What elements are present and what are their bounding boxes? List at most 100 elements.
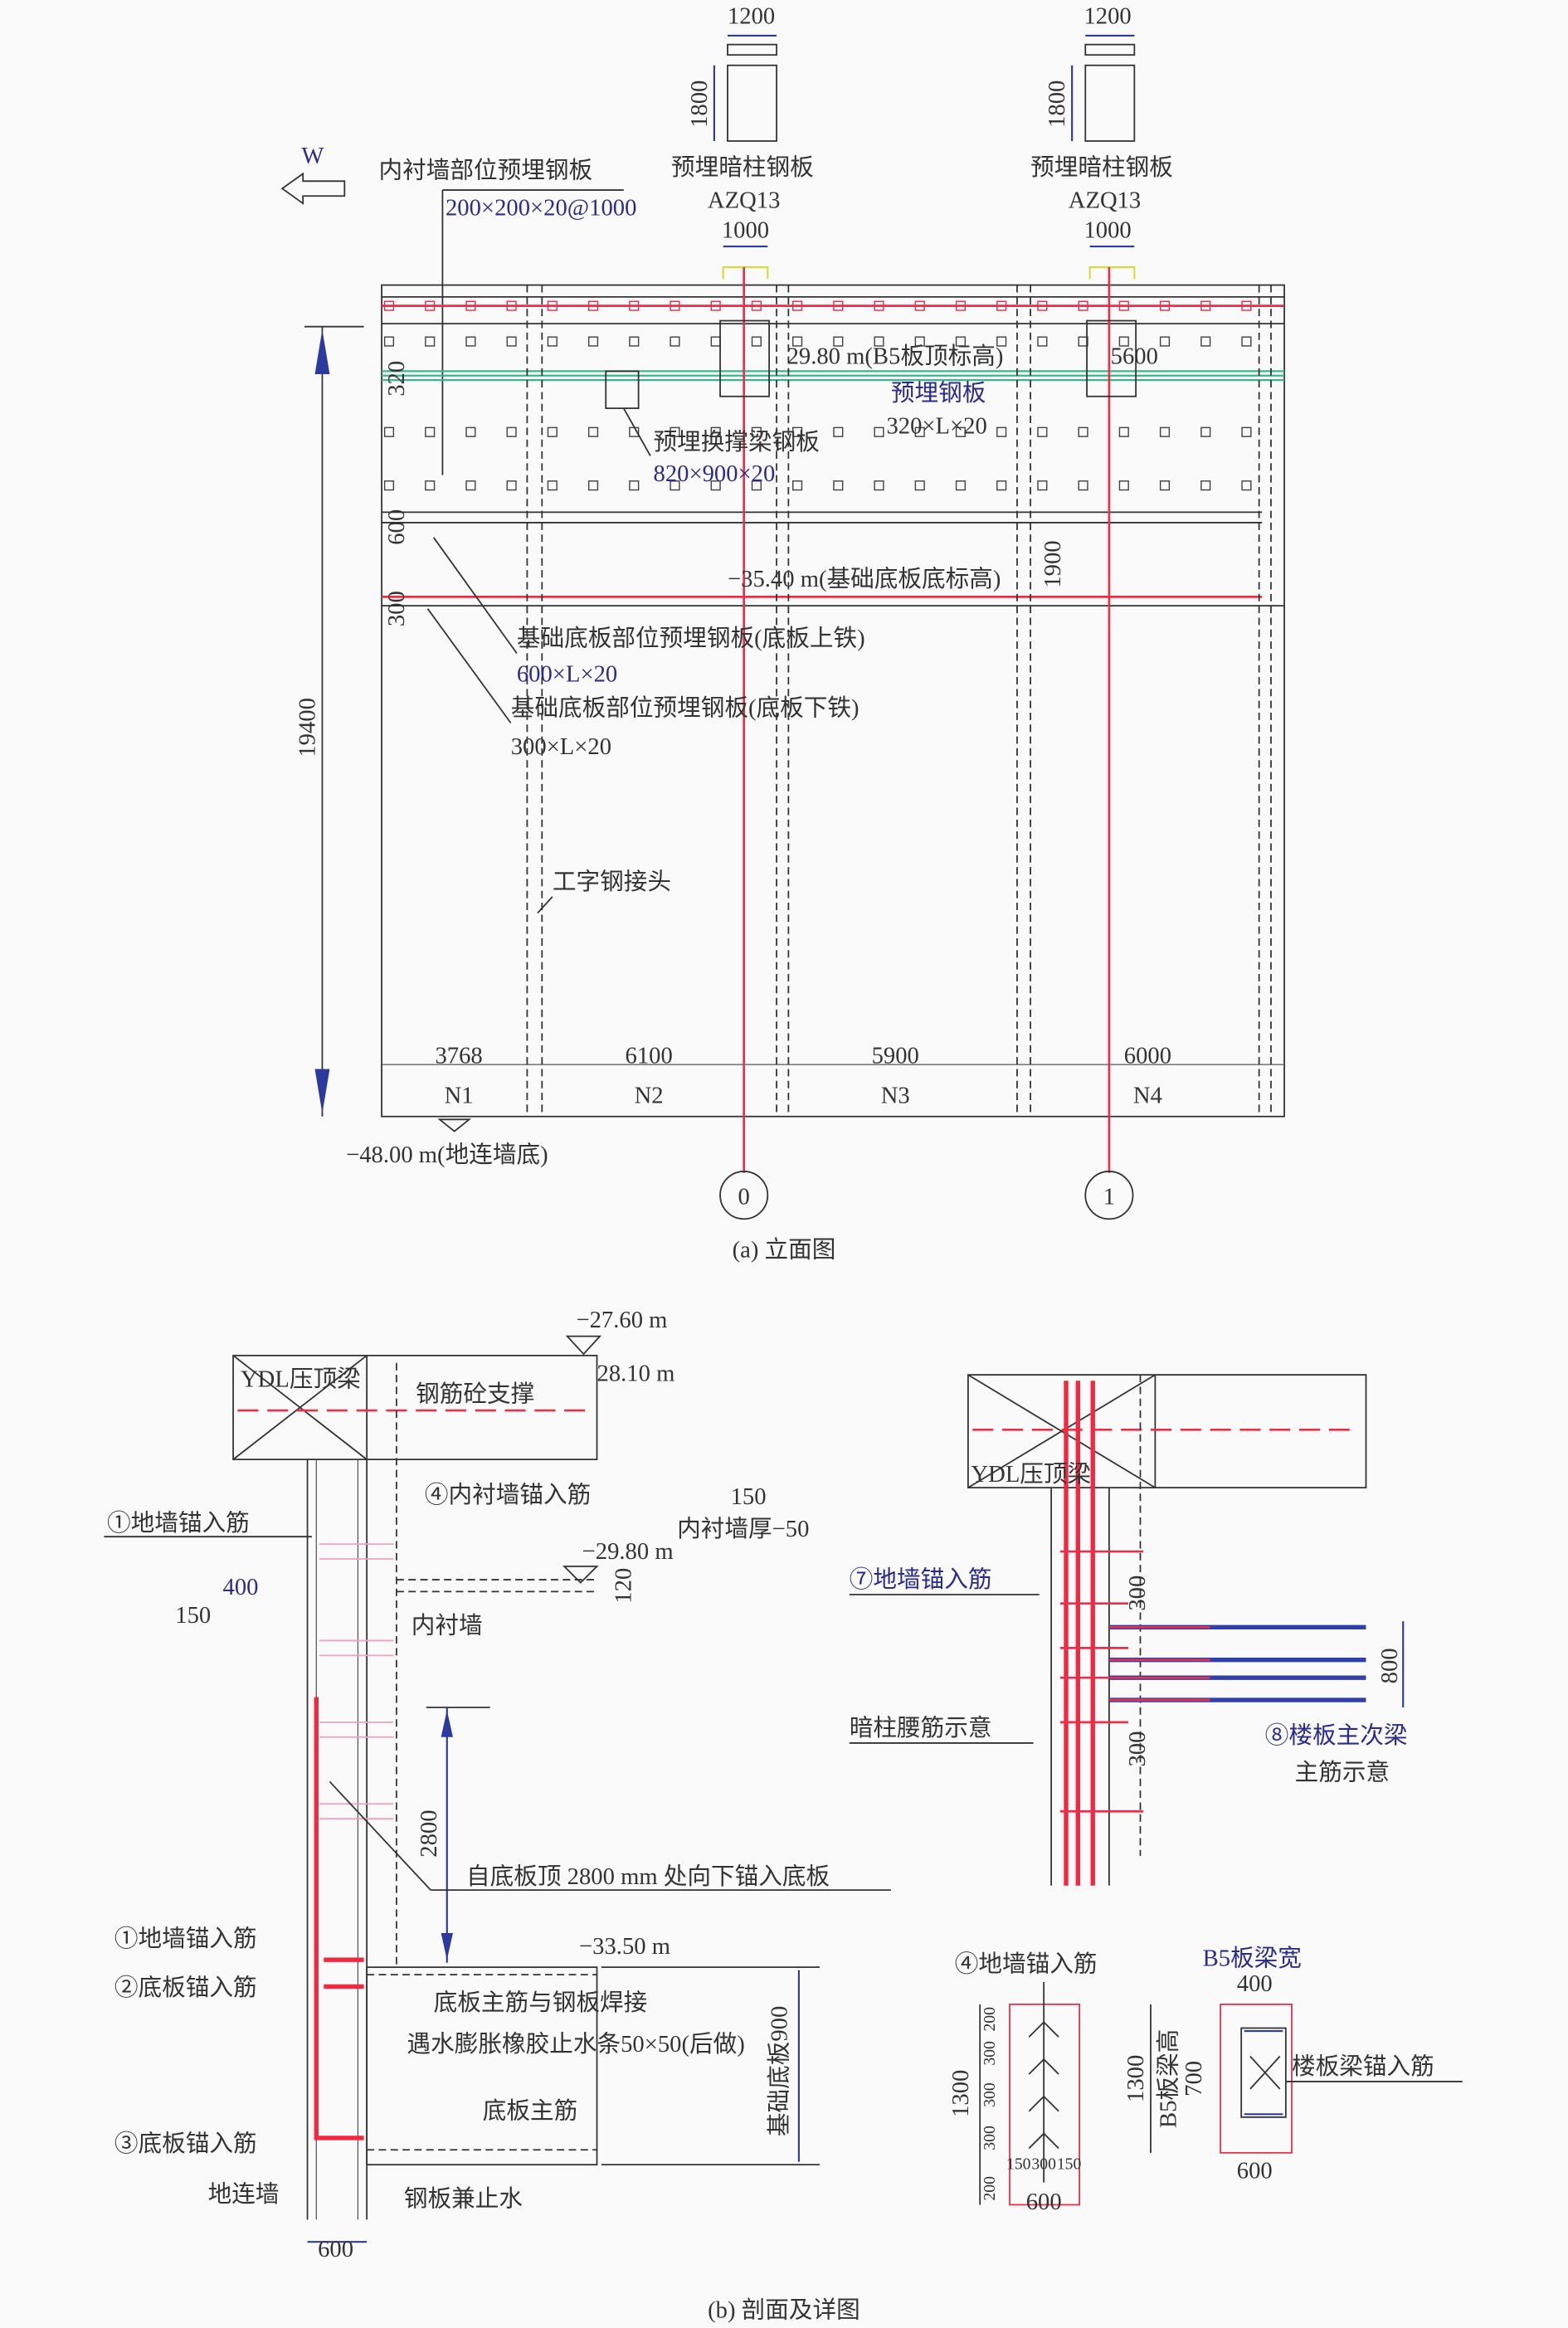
dim-600: 600	[383, 509, 410, 545]
embedded-plate-mark	[955, 300, 967, 311]
embedded-plate-mark	[1037, 300, 1048, 311]
embedded-plate-mark	[1078, 300, 1088, 311]
span-1: 6100	[626, 1042, 673, 1069]
embedded-plate-mark	[751, 336, 762, 347]
axis-bubble-0	[719, 1171, 769, 1220]
d4-col-0: 150	[1006, 2155, 1031, 2174]
column-detail: YDL压顶梁 ⑦地墙锚入筋 300 800 300 暗柱腰筋示意 ⑧楼板主次梁 …	[849, 1374, 1463, 2215]
embedded-plate-mark	[1241, 480, 1252, 491]
embedded-plate-mark	[1037, 480, 1048, 491]
embedded-plate-mark	[996, 300, 1007, 311]
span-3: 6000	[1124, 1042, 1171, 1069]
slab-main-bar-label: 底板主筋	[483, 2098, 578, 2125]
wall-width: 600	[318, 2236, 353, 2262]
elev-27-60: −27.60 m	[576, 1307, 667, 1333]
embedded-plate-mark	[874, 300, 884, 311]
embedded-plate-mark	[383, 480, 395, 491]
embedded-plate-mark	[833, 426, 844, 437]
wall-anchor-1b-label: ①地墙锚入筋	[114, 1926, 257, 1952]
embedded-plate-mark	[1241, 426, 1252, 437]
embedded-plate-mark	[996, 336, 1007, 347]
embedded-plate-grid	[383, 300, 1252, 491]
embedded-plate-mark	[751, 426, 762, 437]
embedded-plate-mark	[1159, 300, 1171, 311]
embedded-plate-mark	[506, 426, 517, 437]
embedded-plate-mark	[465, 336, 476, 347]
embedded-plate-mark	[425, 300, 436, 311]
embedded-plate-mark	[833, 336, 844, 347]
embedded-plate-mark	[506, 300, 517, 311]
anchor-note: 自底板顶 2800 mm 处向下锚入底板	[466, 1863, 830, 1890]
embedded-plate-mark	[1159, 426, 1171, 437]
elevation-view: 1200 1800 预埋暗柱钢板 AZQ13 1000 1200 1800 预埋…	[280, 3, 1285, 1264]
embedded-plate-mark	[710, 480, 721, 491]
strut-plate-spec: 820×900×20	[654, 460, 776, 487]
embedded-plate-mark	[914, 336, 925, 347]
embedded-plate-mark	[587, 480, 599, 491]
base-slab-900: 基础底板900	[767, 2006, 793, 2136]
column-plate-label: 预埋暗柱钢板	[1030, 154, 1173, 181]
embedded-plate-mark	[955, 426, 967, 437]
dim-320: 320	[383, 361, 410, 397]
wall-anchor-4-label: ④地墙锚入筋	[955, 1951, 1098, 1978]
embedded-plate-mark	[996, 426, 1007, 437]
dim-300-bottom: 300	[1124, 1731, 1151, 1767]
embedded-plate-mark	[914, 426, 925, 437]
base-upper-plate-spec: 600×L×20	[517, 660, 617, 687]
embedded-plate-mark	[1241, 300, 1252, 311]
column-width: 1000	[1083, 217, 1131, 243]
embedded-plate-mark	[1078, 480, 1088, 491]
column-id: AZQ13	[1069, 188, 1141, 214]
embedded-plate-mark	[629, 480, 640, 491]
base-bottom-elevation: −35.40 m(基础底板底标高)	[728, 566, 1001, 592]
embedded-plate-mark	[1037, 336, 1048, 347]
panel-n1: N1	[445, 1083, 474, 1109]
section-view: YDL压顶梁 钢筋砼支撑 −27.60 m 28.10 m ④内衬墙锚入筋 ①地…	[104, 1307, 891, 2323]
embedded-plate-mark	[751, 480, 762, 491]
embedded-plate-mark	[425, 426, 436, 437]
embedded-plate-mark	[710, 426, 721, 437]
plate-width-label: 1200	[1083, 3, 1131, 30]
embedded-plate-mark	[465, 426, 476, 437]
base-lower-plate-label: 基础底板部位预埋钢板(底板下铁)	[511, 695, 859, 722]
cap-beam-label: YDL压顶梁	[241, 1366, 361, 1392]
dim-300-top: 300	[1124, 1576, 1151, 1611]
plate-height-label: 1800	[1044, 80, 1070, 128]
dim-300: 300	[383, 591, 410, 626]
embedded-plate-mark	[914, 300, 925, 311]
embedded-plate-mark	[1200, 480, 1211, 491]
column-waist-label: 暗柱腰筋示意	[850, 1715, 992, 1741]
liner-thickness-label: 内衬墙厚−50	[677, 1516, 809, 1542]
panel-n3: N3	[881, 1083, 910, 1109]
embedded-plate-mark	[1200, 336, 1211, 347]
column-plate-sketch-0: 1200 1800 预埋暗柱钢板 AZQ13 1000	[671, 3, 814, 280]
embedded-plate-mark	[506, 336, 517, 347]
embedded-plate-mark	[710, 300, 721, 311]
embedded-plate-mark	[670, 336, 680, 347]
column-plate-sketch-1: 1200 1800 预埋暗柱钢板 AZQ13 1000	[1030, 3, 1173, 280]
wall-anchor-7-label: ⑦地墙锚入筋	[850, 1566, 992, 1593]
embedded-plate-label: 预埋钢板	[891, 380, 986, 407]
section-caption: (b) 剖面及详图	[708, 2296, 860, 2323]
d4-col-1: 300	[1031, 2155, 1056, 2174]
span-5600: 5600	[1111, 343, 1158, 369]
weld-note: 底板主筋与钢板焊接	[434, 1990, 648, 2016]
liner-anchor-label: ④内衬墙锚入筋	[425, 1482, 591, 1508]
d4-width: 600	[1026, 2189, 1062, 2215]
dim-150-a: 150	[731, 1483, 767, 1510]
span-2: 5900	[872, 1042, 919, 1069]
liner-plate-label: 内衬墙部位预埋钢板	[378, 158, 592, 184]
d4-col-2: 150	[1057, 2155, 1082, 2174]
dim-400: 400	[223, 1574, 259, 1600]
embedded-plate-mark	[587, 300, 599, 311]
embedded-plate-mark	[792, 426, 803, 437]
elevation-caption: (a) 立面图	[733, 1237, 836, 1264]
axis-0-label: 0	[738, 1183, 750, 1210]
embedded-plate-mark	[1200, 426, 1211, 437]
embedded-plate-mark	[874, 336, 884, 347]
embedded-plate-mark	[629, 300, 640, 311]
embedded-plate-mark	[1241, 336, 1252, 347]
embedded-plate-mark	[955, 480, 967, 491]
strut-plate-label: 预埋换撑梁钢板	[654, 429, 820, 455]
